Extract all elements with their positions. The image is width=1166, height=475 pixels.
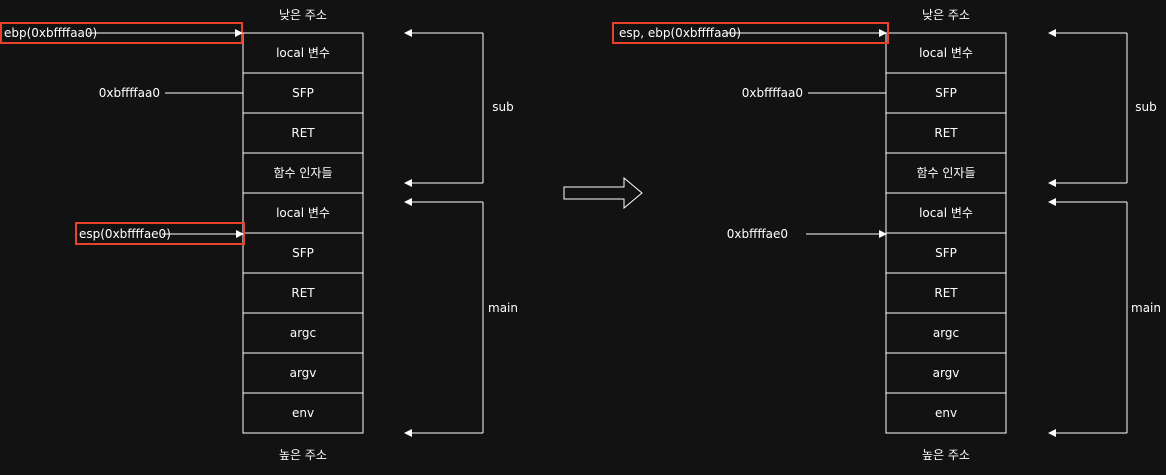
- stack-cell: RET: [885, 112, 1007, 154]
- stack-cell: local 변수: [885, 192, 1007, 234]
- pointer-sfp-address: 0xbffffaa0: [742, 86, 886, 100]
- pointer-ebp: ebp(0xbffffaa0): [0, 22, 243, 44]
- frame-label: main: [488, 301, 518, 315]
- pointer-label: esp, ebp(0xbffffaa0): [619, 26, 741, 40]
- highlight-box: [612, 22, 889, 44]
- frame-label: main: [1131, 301, 1161, 315]
- stack-cell-label: RET: [291, 286, 315, 300]
- right-arrow-icon: [563, 176, 643, 210]
- stack-cell-label: env: [292, 406, 314, 420]
- stack-cell-box: [242, 392, 364, 434]
- stack-cell: argv: [242, 352, 364, 394]
- stack-cell: 함수 인자들: [242, 152, 364, 194]
- pointer-esp: esp(0xbffffae0): [75, 222, 245, 245]
- stack-cell: argv: [885, 352, 1007, 394]
- stack-cells: local 변수 SFP RET 함수 인자들 local 변수 SFP RET argc ar…: [885, 32, 1007, 434]
- pointer-label: 0xbffffaa0: [742, 86, 803, 100]
- stack-cell: SFP: [885, 72, 1007, 114]
- stack-cell-label: RET: [934, 126, 958, 140]
- high-address-label: 높은 주소: [279, 448, 327, 462]
- diagram-after: 낮은 주소 local 변수 SFP RET 함수 인자들 local 변수 SFP RET…: [612, 8, 1161, 462]
- stack-cell: RET: [242, 272, 364, 314]
- stack-cell-label: RET: [934, 286, 958, 300]
- stack-cell-label: argv: [290, 366, 317, 380]
- stack-cell: RET: [885, 272, 1007, 314]
- stack-cell-label: SFP: [292, 86, 314, 100]
- stack-cell: argc: [885, 312, 1007, 354]
- pointer-old-esp-address: 0xbffffae0: [727, 227, 887, 241]
- stack-cell: argc: [242, 312, 364, 354]
- stack-cell-label: SFP: [292, 246, 314, 260]
- frame-main: main: [1048, 198, 1161, 437]
- stack-cell-label: 함수 인자들: [916, 166, 975, 180]
- stack-cell-box: [885, 392, 1007, 434]
- stack-cell-label: 함수 인자들: [273, 166, 332, 180]
- highlight-box: [75, 222, 245, 245]
- stack-cell-label: env: [935, 406, 957, 420]
- pointer-label: ebp(0xbffffaa0): [4, 26, 97, 40]
- frame-label: sub: [492, 100, 513, 114]
- stack-cell-label: local 변수: [276, 46, 330, 60]
- pointer-label: 0xbffffaa0: [99, 86, 160, 100]
- pointer-label: 0xbffffae0: [727, 227, 788, 241]
- frame-main: main: [404, 198, 518, 437]
- low-address-label: 낮은 주소: [922, 8, 970, 22]
- stack-cell-label: argv: [933, 366, 960, 380]
- stack-cell-label: RET: [291, 126, 315, 140]
- stack-cell: 함수 인자들: [885, 152, 1007, 194]
- stack-cell-label: argc: [933, 326, 959, 340]
- stack-cell: SFP: [242, 232, 364, 274]
- stack-cell-label: SFP: [935, 246, 957, 260]
- stack-cell: SFP: [242, 72, 364, 114]
- frame-sub: sub: [1048, 29, 1157, 187]
- frame-sub: sub: [404, 29, 514, 187]
- stack-cell: env: [885, 392, 1007, 434]
- stack-cell: env: [242, 392, 364, 434]
- stack-cell-label: SFP: [935, 86, 957, 100]
- stack-cell-label: local 변수: [919, 46, 973, 60]
- stack-cell: local 변수: [242, 32, 364, 74]
- stack-cell-label: local 변수: [919, 206, 973, 220]
- pointer-esp-ebp: esp, ebp(0xbffffaa0): [612, 22, 889, 44]
- stack-cells: local 변수 SFP RET 함수 인자들 local 변수 SFP RET argc ar…: [242, 32, 364, 434]
- frame-label: sub: [1135, 100, 1156, 114]
- pointer-sfp-address: 0xbffffaa0: [99, 86, 243, 100]
- stack-cell: local 변수: [242, 192, 364, 234]
- stack-cell-label: local 변수: [276, 206, 330, 220]
- high-address-label: 높은 주소: [922, 448, 970, 462]
- stack-cell: RET: [242, 112, 364, 154]
- stack-cell: SFP: [885, 232, 1007, 274]
- pointer-label: esp(0xbffffae0): [79, 227, 171, 241]
- low-address-label: 낮은 주소: [279, 8, 327, 22]
- diagram-before: 낮은 주소 local 변수 SFP RET 함수 인자들 local 변수 SFP RET…: [0, 8, 518, 462]
- stack-cell-label: argc: [290, 326, 316, 340]
- stack-cell: local 변수: [885, 32, 1007, 74]
